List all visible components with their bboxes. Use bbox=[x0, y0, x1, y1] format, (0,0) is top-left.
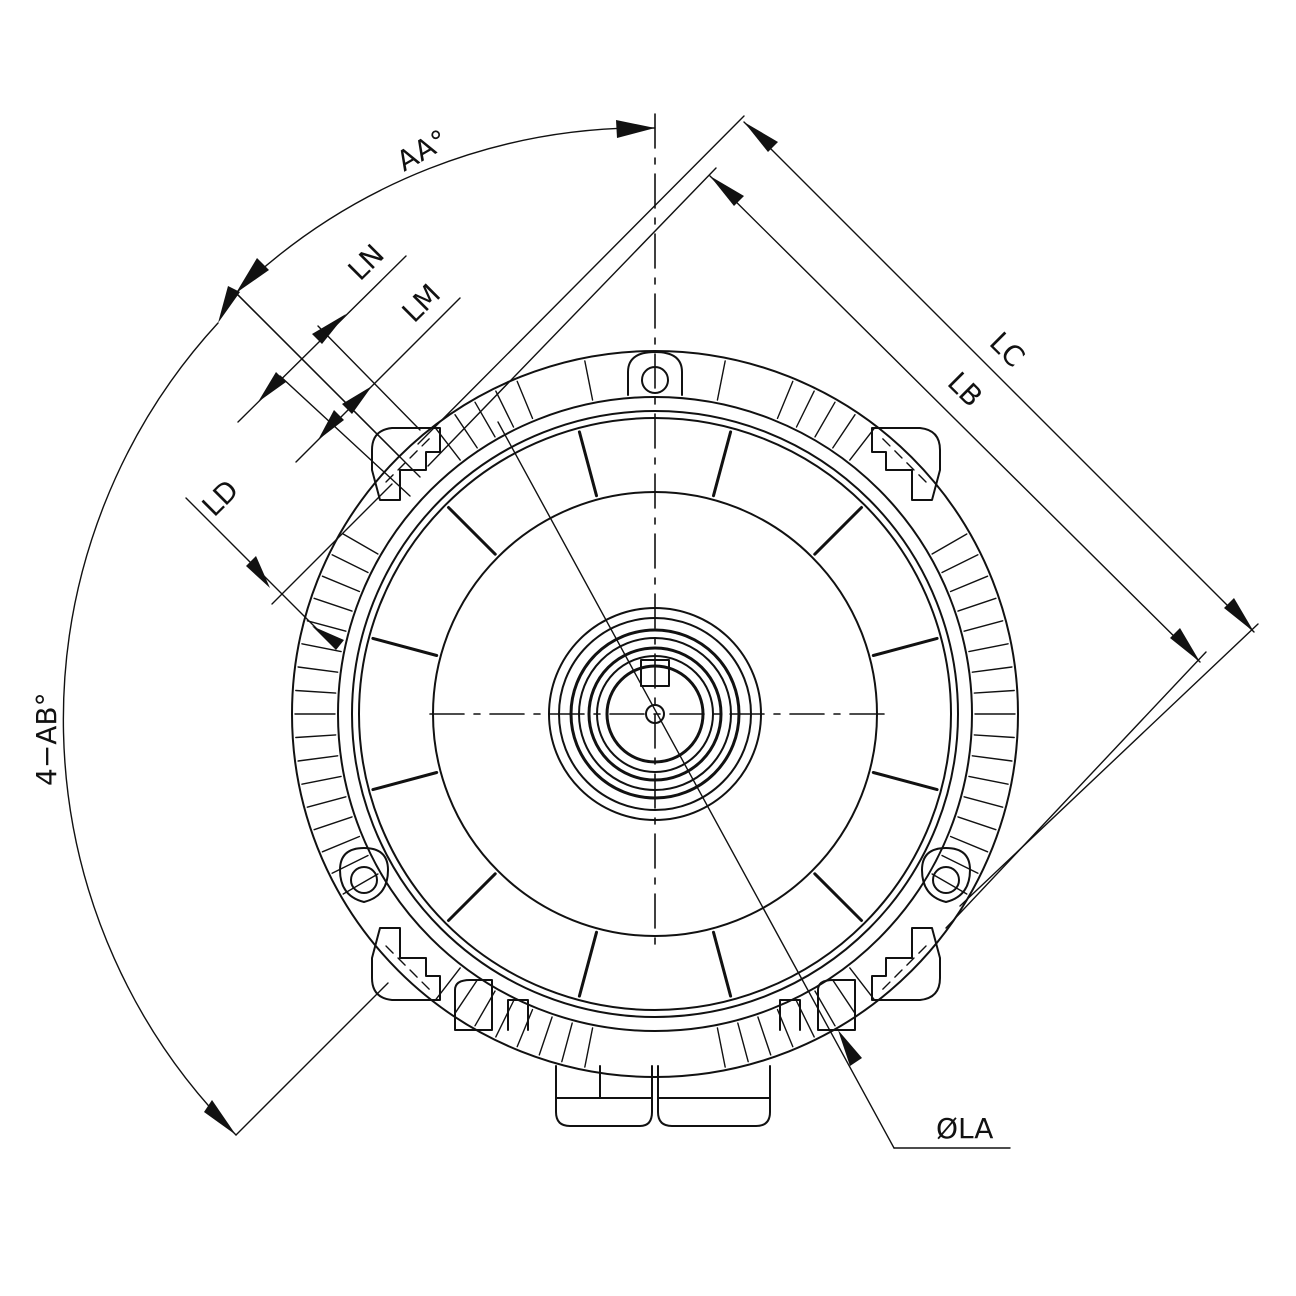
cooling-fin bbox=[297, 666, 339, 673]
label-ab: 4−AB° bbox=[30, 692, 63, 786]
cooling-fin bbox=[963, 796, 1004, 808]
cooling-fin bbox=[321, 835, 361, 853]
bolt-boss-left bbox=[339, 847, 389, 903]
cooling-fin bbox=[561, 1022, 573, 1063]
cooling-fin bbox=[584, 360, 594, 401]
cooling-fin bbox=[495, 390, 515, 428]
cooling-fin bbox=[941, 554, 979, 574]
end-shield-rib bbox=[447, 872, 497, 922]
cooling-fin bbox=[306, 620, 347, 632]
label-lb: LB bbox=[941, 366, 989, 414]
cooling-fin bbox=[949, 575, 989, 593]
dim-lb-line bbox=[709, 175, 1201, 663]
cooling-fin bbox=[716, 360, 726, 401]
bolt-boss-right bbox=[921, 847, 971, 903]
end-shield-ribs bbox=[371, 430, 939, 998]
cooling-fin bbox=[301, 775, 342, 785]
cooling-fin bbox=[331, 554, 369, 574]
cooling-fin bbox=[295, 734, 337, 739]
terminal-box bbox=[555, 1065, 771, 1127]
cooling-fin bbox=[295, 689, 337, 694]
bottom-slots bbox=[454, 979, 856, 1031]
dim-aa-arc bbox=[235, 127, 656, 294]
mount-foot-lower-right bbox=[871, 927, 941, 1001]
end-shield-rib bbox=[712, 930, 733, 998]
mount-foot-lower-left bbox=[371, 927, 441, 1001]
cooling-fin bbox=[957, 597, 997, 612]
cooling-fin bbox=[757, 1016, 772, 1056]
cooling-fin bbox=[814, 401, 836, 438]
end-shield-rib bbox=[813, 506, 863, 556]
motor-housing bbox=[291, 113, 1019, 1127]
cooling-fin bbox=[963, 620, 1004, 632]
label-aa: AA° bbox=[391, 123, 453, 178]
cooling-fin bbox=[331, 854, 369, 874]
dim-lb-ext-top bbox=[427, 167, 717, 467]
cooling-fin bbox=[973, 734, 1015, 739]
cooling-fin bbox=[832, 414, 856, 449]
cooling-fin bbox=[941, 854, 979, 874]
end-shield-rib bbox=[871, 771, 939, 792]
cooling-fin bbox=[342, 533, 379, 555]
cooling-fin bbox=[495, 1000, 515, 1038]
end-shield-rib bbox=[813, 872, 863, 922]
cooling-fin bbox=[968, 643, 1009, 653]
cooling-fin bbox=[973, 689, 1015, 694]
end-shield-rib bbox=[371, 771, 439, 792]
flange-outer-circle bbox=[351, 410, 959, 1018]
end-shield-rib bbox=[871, 636, 939, 657]
cooling-fin bbox=[968, 775, 1009, 785]
cooling-fin bbox=[538, 1016, 553, 1056]
cooling-fin bbox=[795, 390, 815, 428]
label-ln: LN bbox=[342, 238, 391, 287]
cooling-fin bbox=[931, 873, 968, 895]
cooling-fin bbox=[474, 401, 496, 438]
cooling-fin bbox=[516, 380, 534, 420]
cooling-fin bbox=[342, 873, 379, 895]
mount-foot-upper-right bbox=[871, 427, 941, 501]
cooling-fin bbox=[832, 979, 856, 1014]
cooling-fin bbox=[971, 666, 1013, 673]
dim-ab-arc bbox=[62, 322, 237, 1136]
end-shield-rib bbox=[577, 930, 598, 998]
label-lc: LC bbox=[983, 326, 1031, 374]
cooling-fin bbox=[306, 796, 347, 808]
dimensions bbox=[62, 115, 1259, 1149]
cooling-fin bbox=[849, 427, 875, 461]
end-shield-rib bbox=[447, 506, 497, 556]
cooling-fin bbox=[297, 755, 339, 762]
cooling-fin bbox=[584, 1027, 594, 1068]
cooling-fin bbox=[301, 643, 342, 653]
cooling-fin bbox=[321, 575, 361, 593]
dim-la-leader bbox=[497, 421, 895, 1149]
cooling-fin bbox=[454, 414, 478, 449]
cooling-fins bbox=[294, 360, 1016, 1068]
cooling-fin bbox=[454, 979, 478, 1014]
cooling-fin bbox=[776, 380, 794, 420]
dim-lc-ext-bottom bbox=[959, 623, 1259, 907]
cooling-fin bbox=[931, 533, 968, 555]
body-circle bbox=[337, 396, 973, 1032]
cooling-fin bbox=[516, 1008, 534, 1048]
cooling-fin bbox=[313, 597, 353, 612]
end-shield-rib bbox=[577, 430, 598, 498]
cooling-fin bbox=[716, 1027, 726, 1068]
cooling-fin bbox=[957, 816, 997, 831]
dim-lc-line bbox=[743, 121, 1255, 633]
end-shield-rib bbox=[712, 430, 733, 498]
cooling-fin bbox=[971, 755, 1013, 762]
cooling-fin bbox=[849, 967, 875, 1001]
dim-lc-ext-top bbox=[417, 115, 745, 445]
label-lm: LM bbox=[396, 277, 447, 328]
cooling-fin bbox=[737, 1022, 749, 1063]
label-la: ØLA bbox=[936, 1112, 993, 1145]
cooling-fin bbox=[313, 816, 353, 831]
dim-lb-ext-bottom bbox=[945, 651, 1207, 929]
cooling-fin bbox=[949, 835, 989, 853]
end-shield-rib bbox=[371, 636, 439, 657]
mount-foot-upper-left bbox=[371, 427, 441, 501]
